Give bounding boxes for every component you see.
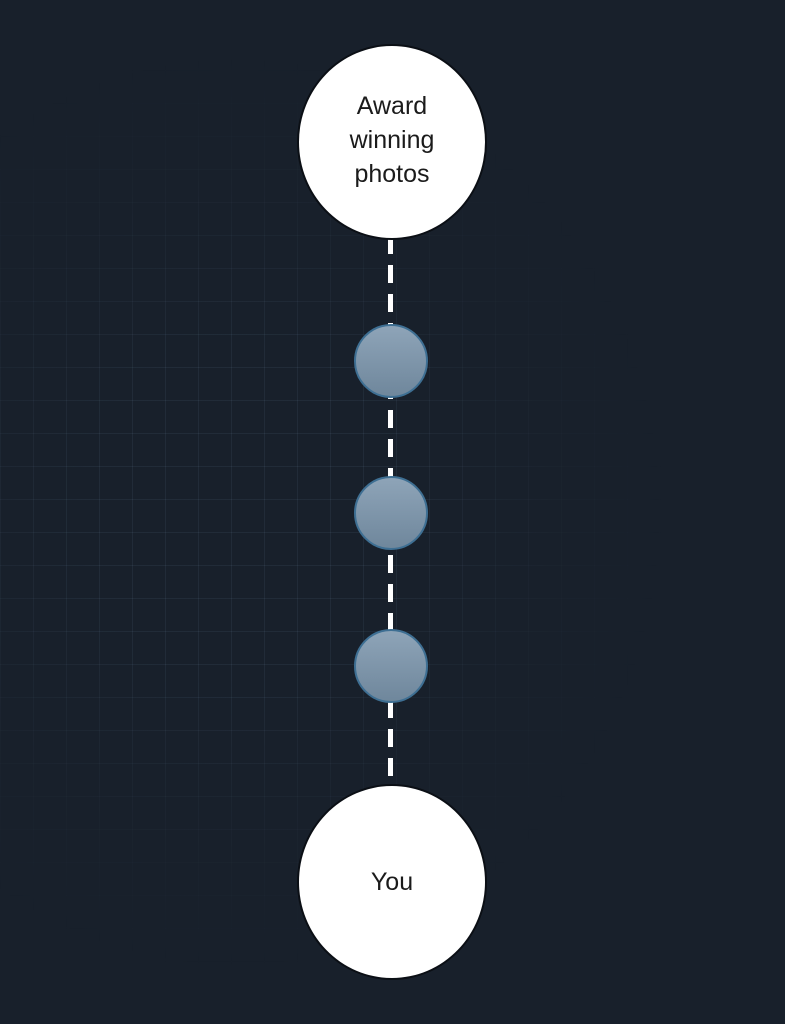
- step-node-3: [354, 629, 428, 703]
- goal-node: Award winning photos: [297, 44, 487, 240]
- start-node: You: [297, 784, 487, 980]
- step-node-1: [354, 324, 428, 398]
- step-node-2: [354, 476, 428, 550]
- start-node-label: You: [370, 868, 414, 896]
- goal-node-label: Award winning photos: [349, 92, 435, 188]
